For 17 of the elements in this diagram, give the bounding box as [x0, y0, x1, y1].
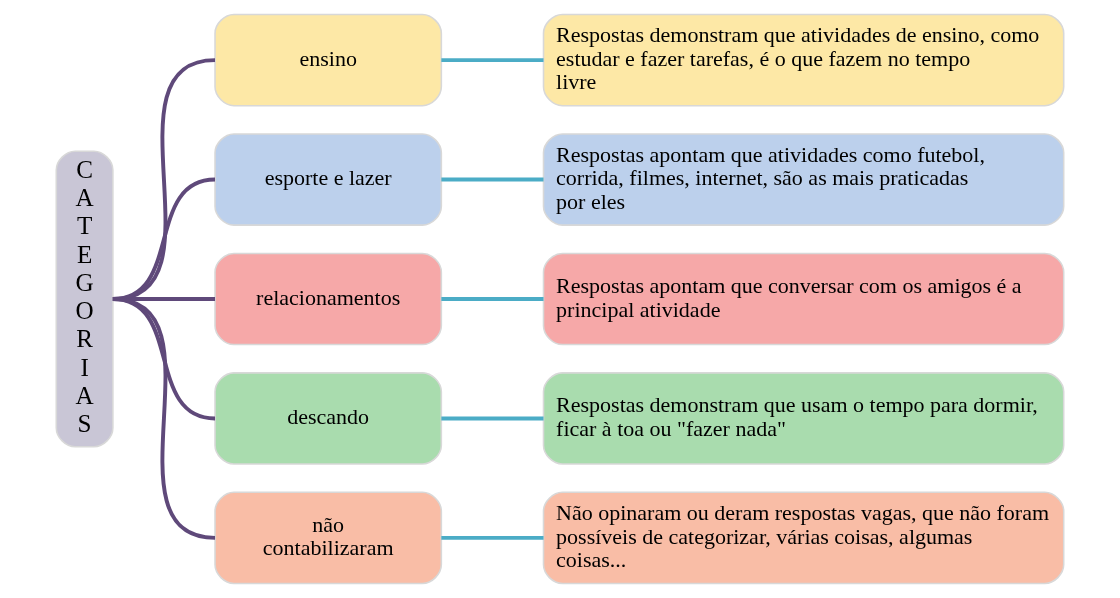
node-box: CATEGORIAS	[55, 150, 114, 448]
node-box: Respostas demonstram que atividades de ensino, como estudar e fazer tarefas, é o que fazem no tempo livre	[542, 13, 1065, 107]
node-box: Respostas demonstram que usam o tempo para dormir, ficar à toa ou "fazer nada"	[542, 372, 1065, 465]
node-box: esporte e lazer	[214, 133, 443, 226]
node-box: Não opinaram ou deram respostas vagas, que não foram possíveis de categorizar, várias coisas, algumas coisas...	[542, 491, 1065, 585]
node-box: Respostas apontam que conversar com os amigos é a principal atividade	[542, 252, 1065, 346]
node-box: Respostas apontam que atividades como futebol, corrida, filmes, internet, são as mais praticadas por eles	[542, 133, 1065, 226]
connector	[441, 297, 544, 301]
node-box: não contabilizaram	[214, 491, 443, 585]
node-box: relacionamentos	[214, 252, 443, 346]
connector	[112, 297, 216, 540]
node-box: ensino	[214, 13, 443, 107]
node-box: descando	[214, 372, 443, 465]
connector	[441, 535, 544, 540]
connector	[441, 177, 544, 182]
connector	[441, 416, 544, 421]
connector	[441, 58, 544, 63]
